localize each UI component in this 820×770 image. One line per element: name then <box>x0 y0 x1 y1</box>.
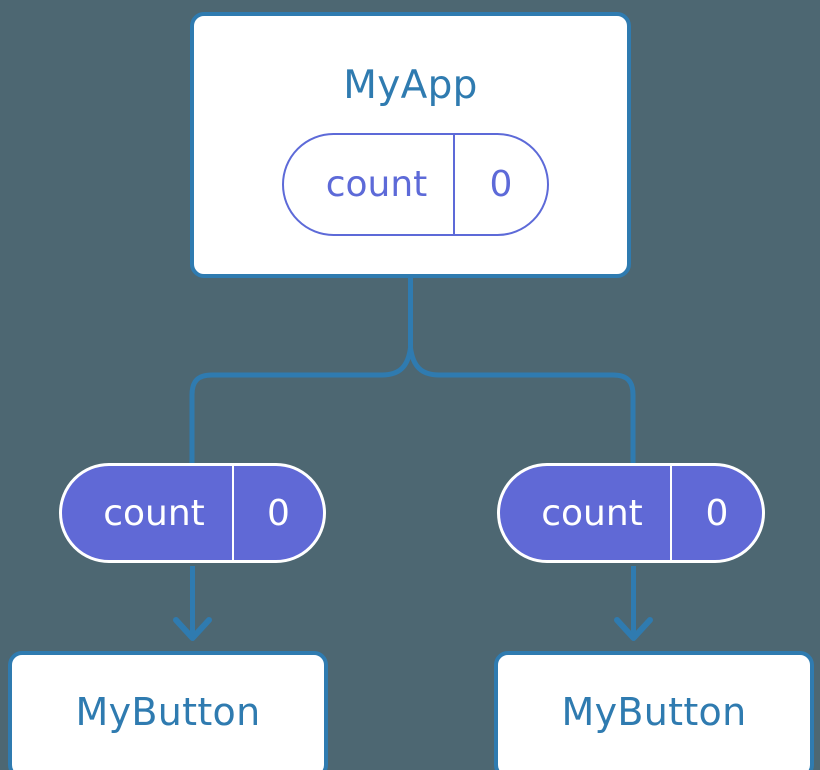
state-key: count <box>284 135 455 234</box>
component-box-mybutton-right[interactable]: MyButton <box>494 651 814 770</box>
state-pill-right[interactable]: count 0 <box>497 463 765 563</box>
state-key: count <box>500 466 672 560</box>
state-pill-left[interactable]: count 0 <box>59 463 326 563</box>
component-title: MyButton <box>75 690 261 734</box>
arrow-down-icon <box>173 617 212 641</box>
state-pill-root[interactable]: count 0 <box>282 133 549 236</box>
component-title: MyApp <box>343 63 478 108</box>
component-box-mybutton-left[interactable]: MyButton <box>8 651 328 770</box>
component-title: MyButton <box>561 690 747 734</box>
state-value: 0 <box>489 164 513 205</box>
arrow-down-icon <box>614 617 653 641</box>
state-key: count <box>62 466 234 560</box>
state-value: 0 <box>267 492 290 534</box>
connector-branch-right <box>408 345 636 466</box>
component-box-myapp[interactable]: MyApp count 0 <box>190 12 631 278</box>
connector-branch-left <box>189 345 413 466</box>
state-value: 0 <box>705 492 729 534</box>
